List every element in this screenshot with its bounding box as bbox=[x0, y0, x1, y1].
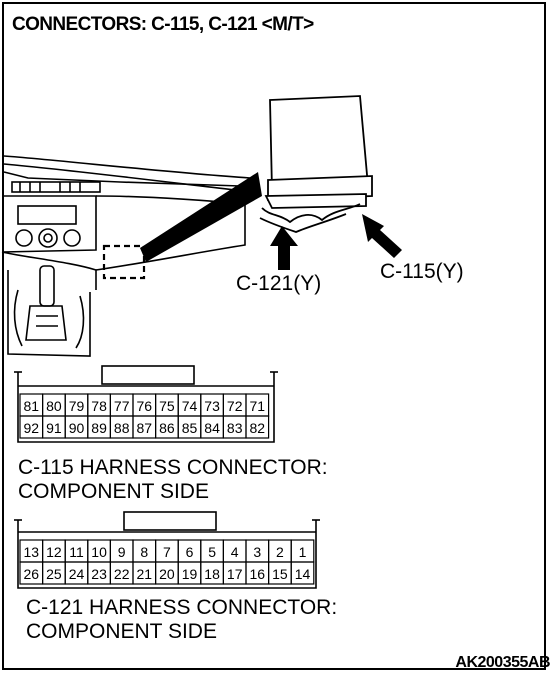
c121-caption-line2: COMPONENT SIDE bbox=[26, 620, 217, 643]
c121-pin-number: 24 bbox=[69, 566, 85, 582]
c115-pin-number: 72 bbox=[227, 398, 243, 414]
c115-caption-line1: C-115 HARNESS CONNECTOR: bbox=[18, 456, 328, 479]
label-c115-callout: C-115(Y) bbox=[380, 260, 464, 283]
c115-caption-line2: COMPONENT SIDE bbox=[18, 480, 209, 503]
c121-pin-number: 12 bbox=[46, 544, 62, 560]
c121-pin-number: 18 bbox=[204, 566, 220, 582]
c121-pin-number: 23 bbox=[91, 566, 107, 582]
c115-pin-cell bbox=[245, 415, 270, 439]
ecu-module bbox=[259, 95, 373, 233]
c121-pin-number: 20 bbox=[159, 566, 175, 582]
ecu-location-marker bbox=[102, 244, 146, 280]
c115-pin-number: 77 bbox=[114, 398, 130, 414]
c115-pin-number: 89 bbox=[91, 420, 107, 436]
c121-pin-number: 21 bbox=[137, 566, 153, 582]
c121-pin-number: 25 bbox=[46, 566, 62, 582]
c121-pin-number: 10 bbox=[91, 544, 107, 560]
diagram-title: CONNECTORS: C-115, C-121 <M/T> bbox=[12, 14, 314, 35]
leader-wedge bbox=[140, 172, 262, 262]
c115-pin-number: 80 bbox=[46, 398, 62, 414]
figure-code: AK200355AB bbox=[455, 654, 550, 671]
c121-pin-number: 3 bbox=[253, 544, 261, 560]
c115-connector-face bbox=[14, 365, 278, 443]
c121-pin-number: 15 bbox=[272, 566, 288, 582]
c115-pin-number: 87 bbox=[137, 420, 153, 436]
c115-pin-number: 78 bbox=[91, 398, 107, 414]
c115-pin-number: 92 bbox=[24, 420, 40, 436]
c121-pin-number: 26 bbox=[24, 566, 40, 582]
c121-pin-number: 11 bbox=[69, 544, 84, 560]
c121-pin-number: 7 bbox=[163, 544, 171, 560]
c115-pin-number: 71 bbox=[250, 398, 266, 414]
c115-pin-number: 83 bbox=[227, 420, 243, 436]
c121-pin-number: 19 bbox=[182, 566, 198, 582]
c121-pin-number: 8 bbox=[140, 544, 148, 560]
c121-pin-cell bbox=[290, 561, 315, 585]
c115-pin-number: 84 bbox=[204, 420, 220, 436]
c115-pin-number: 90 bbox=[69, 420, 85, 436]
c121-pin-number: 13 bbox=[24, 544, 40, 560]
c115-pin-number: 73 bbox=[204, 398, 220, 414]
c121-pin-number: 16 bbox=[250, 566, 266, 582]
c121-pin-number: 9 bbox=[118, 544, 126, 560]
c115-pin-number: 74 bbox=[182, 398, 198, 414]
c115-pin-number: 85 bbox=[182, 420, 198, 436]
c121-caption-line1: C-121 HARNESS CONNECTOR: bbox=[26, 596, 338, 619]
c121-pin-number: 1 bbox=[299, 544, 307, 560]
dashboard-illustration bbox=[1, 155, 251, 357]
c115-pin-number: 88 bbox=[114, 420, 130, 436]
c115-pin-number: 82 bbox=[250, 420, 266, 436]
c115-pin-number: 76 bbox=[137, 398, 153, 414]
c121-pin-number: 4 bbox=[231, 544, 239, 560]
c121-pin-number: 2 bbox=[276, 544, 284, 560]
label-c121-callout: C-121(Y) bbox=[236, 272, 322, 295]
c121-pin-number: 5 bbox=[208, 544, 216, 560]
arrow-c121 bbox=[270, 226, 298, 270]
c115-pin-number: 91 bbox=[46, 420, 62, 436]
c115-pin-number: 79 bbox=[69, 398, 85, 414]
c115-pin-grid: 81 80 79 78 77 76 75 74 73 72 71 92 91 90 89 88 87 86 85 84… bbox=[19, 393, 270, 439]
c121-pin-number: 6 bbox=[186, 544, 194, 560]
c115-pin-number: 86 bbox=[159, 420, 175, 436]
c121-pin-number: 14 bbox=[295, 566, 311, 582]
arrow-c115 bbox=[362, 214, 402, 258]
c115-pin-number: 75 bbox=[159, 398, 175, 414]
c121-pin-number: 22 bbox=[114, 566, 130, 582]
c121-pin-number: 17 bbox=[227, 566, 243, 582]
c121-connector-face bbox=[14, 511, 320, 589]
c115-pin-number: 81 bbox=[24, 398, 40, 414]
